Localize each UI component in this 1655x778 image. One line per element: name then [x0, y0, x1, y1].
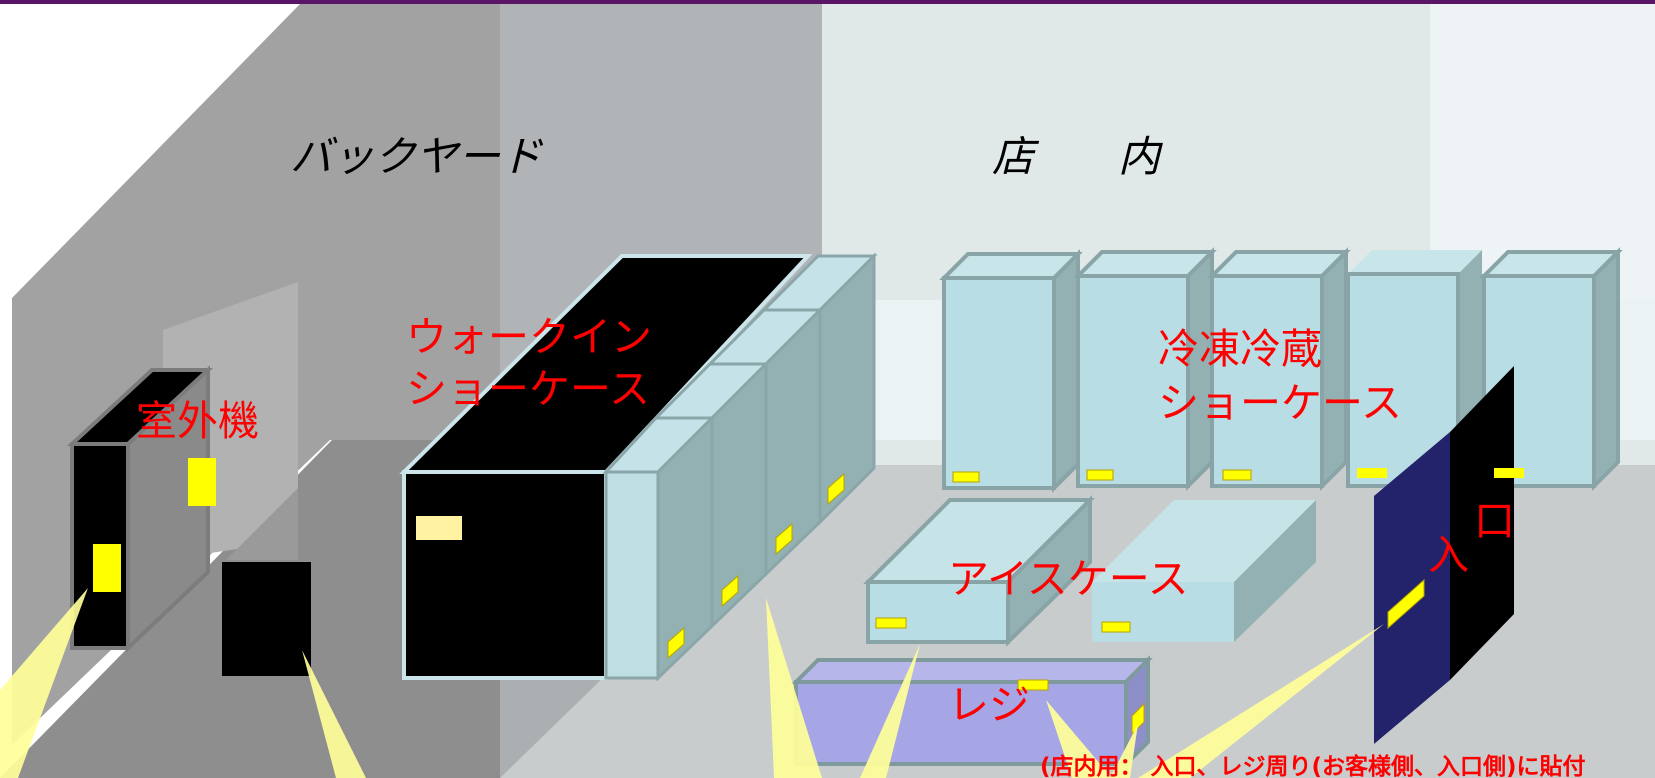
sticker-placement-note: (店内用： 入口、レジ周り(お客様側、入口側)に貼付	[1040, 754, 1586, 778]
ice-case-right	[1092, 500, 1316, 642]
sticker-highlight-beams	[0, 588, 1384, 778]
sticker-freezer-3	[1222, 469, 1252, 481]
freezer-showcase-1	[939, 249, 1083, 493]
sticker-walkin-front	[416, 516, 462, 540]
freezer-label-line2: ショーケース	[1158, 379, 1402, 427]
sticker-walkin-door-3	[775, 522, 793, 556]
sticker-outdoor-unit-side	[188, 458, 216, 506]
entrance-door-right	[1450, 366, 1514, 680]
backyard-zone-label: バックヤード	[290, 132, 543, 181]
outdoor-unit-label: 室外機	[136, 397, 259, 445]
sticker-register-top	[1017, 679, 1049, 691]
beam-register-right	[1110, 724, 1138, 778]
walkin-label-line2: ショーケース	[406, 365, 650, 413]
beam-entrance	[1138, 624, 1384, 778]
top-accent-bar	[0, 0, 1655, 4]
walkin-door-1	[602, 414, 716, 682]
walkin-door-3	[706, 306, 824, 578]
beam-outdoor-unit	[0, 588, 88, 778]
beam-register-left	[1046, 700, 1112, 778]
walkin-showcase	[399, 252, 878, 682]
sticker-walkin-door-4	[827, 472, 845, 506]
sticker-ice-case-right	[1101, 621, 1131, 633]
ice-case-label: アイスケース	[948, 555, 1189, 603]
outdoor-unit	[66, 282, 311, 676]
sticker-outdoor-unit-front	[93, 544, 121, 592]
freezer-label-line1: 冷凍冷蔵	[1158, 325, 1322, 373]
sticker-walkin-door-1	[667, 626, 685, 660]
outdoor-unit-black-box	[222, 562, 311, 676]
sticker-walkin-door-2	[721, 574, 739, 608]
sticker-entrance-door-right	[1494, 468, 1524, 478]
sticker-register-side	[1131, 702, 1145, 736]
entrance-label-char1: 入	[1428, 531, 1469, 579]
entrance-label-char2: 口	[1474, 497, 1515, 545]
beam-walkin-right	[860, 644, 920, 778]
beam-walkin-left	[766, 598, 822, 778]
walkin-label-line1: ウォークイン	[406, 313, 652, 361]
sticker-freezer-4	[1357, 468, 1387, 478]
sticker-entrance-door-left	[1387, 578, 1425, 630]
sticker-freezer-1	[952, 471, 980, 483]
store-right-wall	[1430, 4, 1655, 300]
entrance-doors	[1374, 366, 1524, 744]
walkin-front	[402, 470, 608, 680]
store-zone-label: 店 内	[992, 132, 1161, 181]
freezer-showcase-2	[1073, 247, 1217, 491]
ice-case-left	[863, 495, 1095, 647]
register-label: レジ	[948, 681, 1030, 729]
freezer-showcase-3	[1207, 247, 1351, 491]
sticker-freezer-2	[1086, 469, 1114, 481]
sticker-ice-case-left	[875, 617, 907, 629]
outdoor-unit-panel-shade	[226, 488, 298, 560]
entrance-door-left	[1374, 432, 1450, 744]
beam-outdoor-box	[302, 650, 366, 778]
